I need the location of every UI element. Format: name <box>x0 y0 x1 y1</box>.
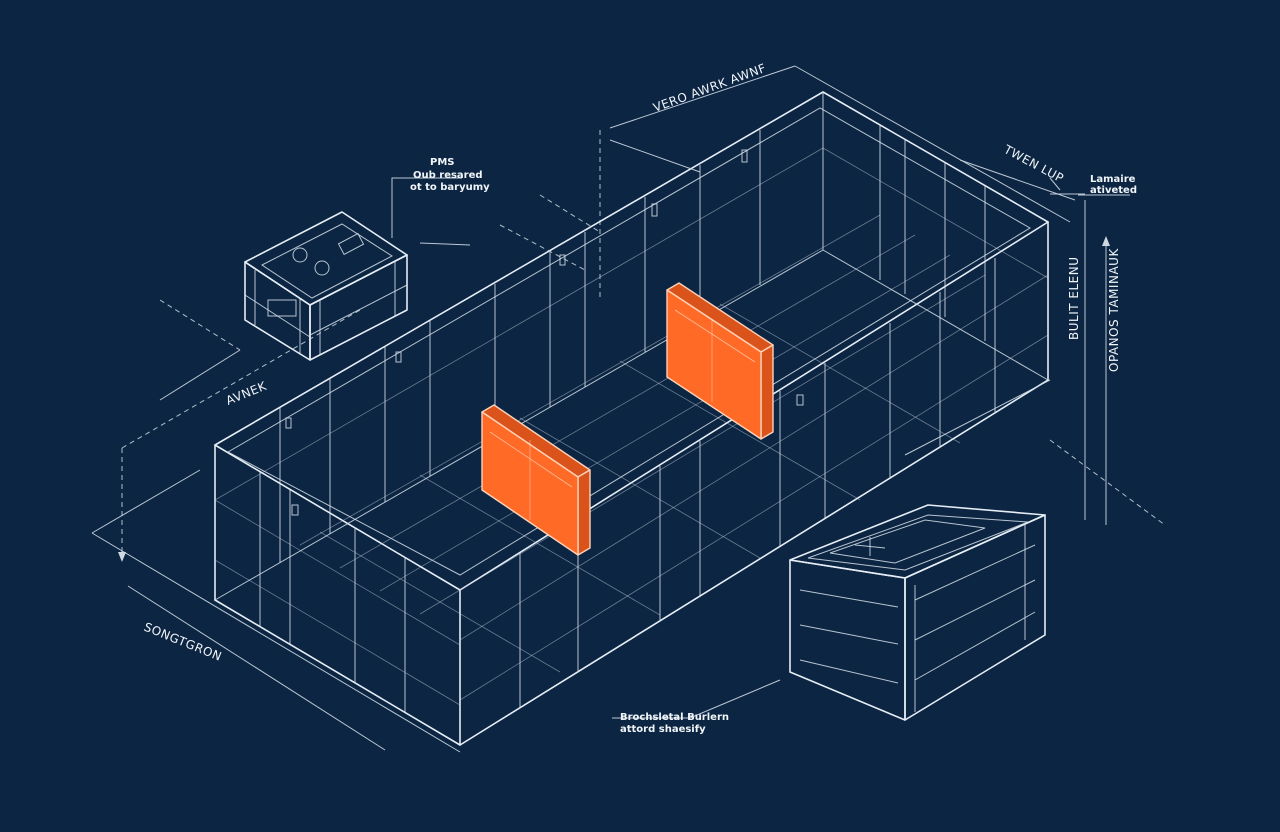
label-right-vertical-2: OPANOS TAMINAUK <box>1107 248 1121 372</box>
base-edge-left <box>214 599 461 746</box>
label-top-center: VERO AWRK AWNF <box>651 61 768 115</box>
label-bottom-left: SONGTGRON <box>142 620 224 664</box>
left-wall-studs <box>214 472 461 712</box>
label-right-note-2: ativeted <box>1090 185 1137 196</box>
dial-icon <box>292 247 308 263</box>
label-left-note-title: PMS <box>430 157 454 168</box>
front-wall-rail-2 <box>459 334 1049 701</box>
label-right-vertical-1: BULIT ELENU <box>1067 257 1081 341</box>
structure-top-rim-inner <box>226 107 1031 576</box>
base-edge-back-right <box>822 249 1049 381</box>
label-bottom-note-2: attord shaesify <box>620 724 706 735</box>
orange-panel-left <box>481 404 591 556</box>
front-wall-studs <box>519 258 996 708</box>
base-edge-front <box>459 379 1049 746</box>
storage-module-box <box>789 504 1046 721</box>
label-top-right: TWEN LUP <box>1001 142 1066 186</box>
wall-fixtures <box>285 149 804 516</box>
label-left-note-2: ot to baryumy <box>410 182 490 193</box>
label-left-note-1: Oub resared <box>413 170 483 181</box>
label-bottom-note-1: Brochsletal Burlern <box>620 712 729 723</box>
orange-panel-right <box>666 282 774 440</box>
label-left-dim: AVNEK <box>224 379 269 408</box>
front-wall-rail <box>459 274 1049 641</box>
dimension-lines <box>91 65 1166 753</box>
main-structure <box>214 91 1049 746</box>
label-right-note-1: Lamaire <box>1090 174 1136 185</box>
floor-grid <box>299 214 986 673</box>
right-wall-studs <box>822 125 1049 341</box>
control-module-box <box>244 211 408 361</box>
